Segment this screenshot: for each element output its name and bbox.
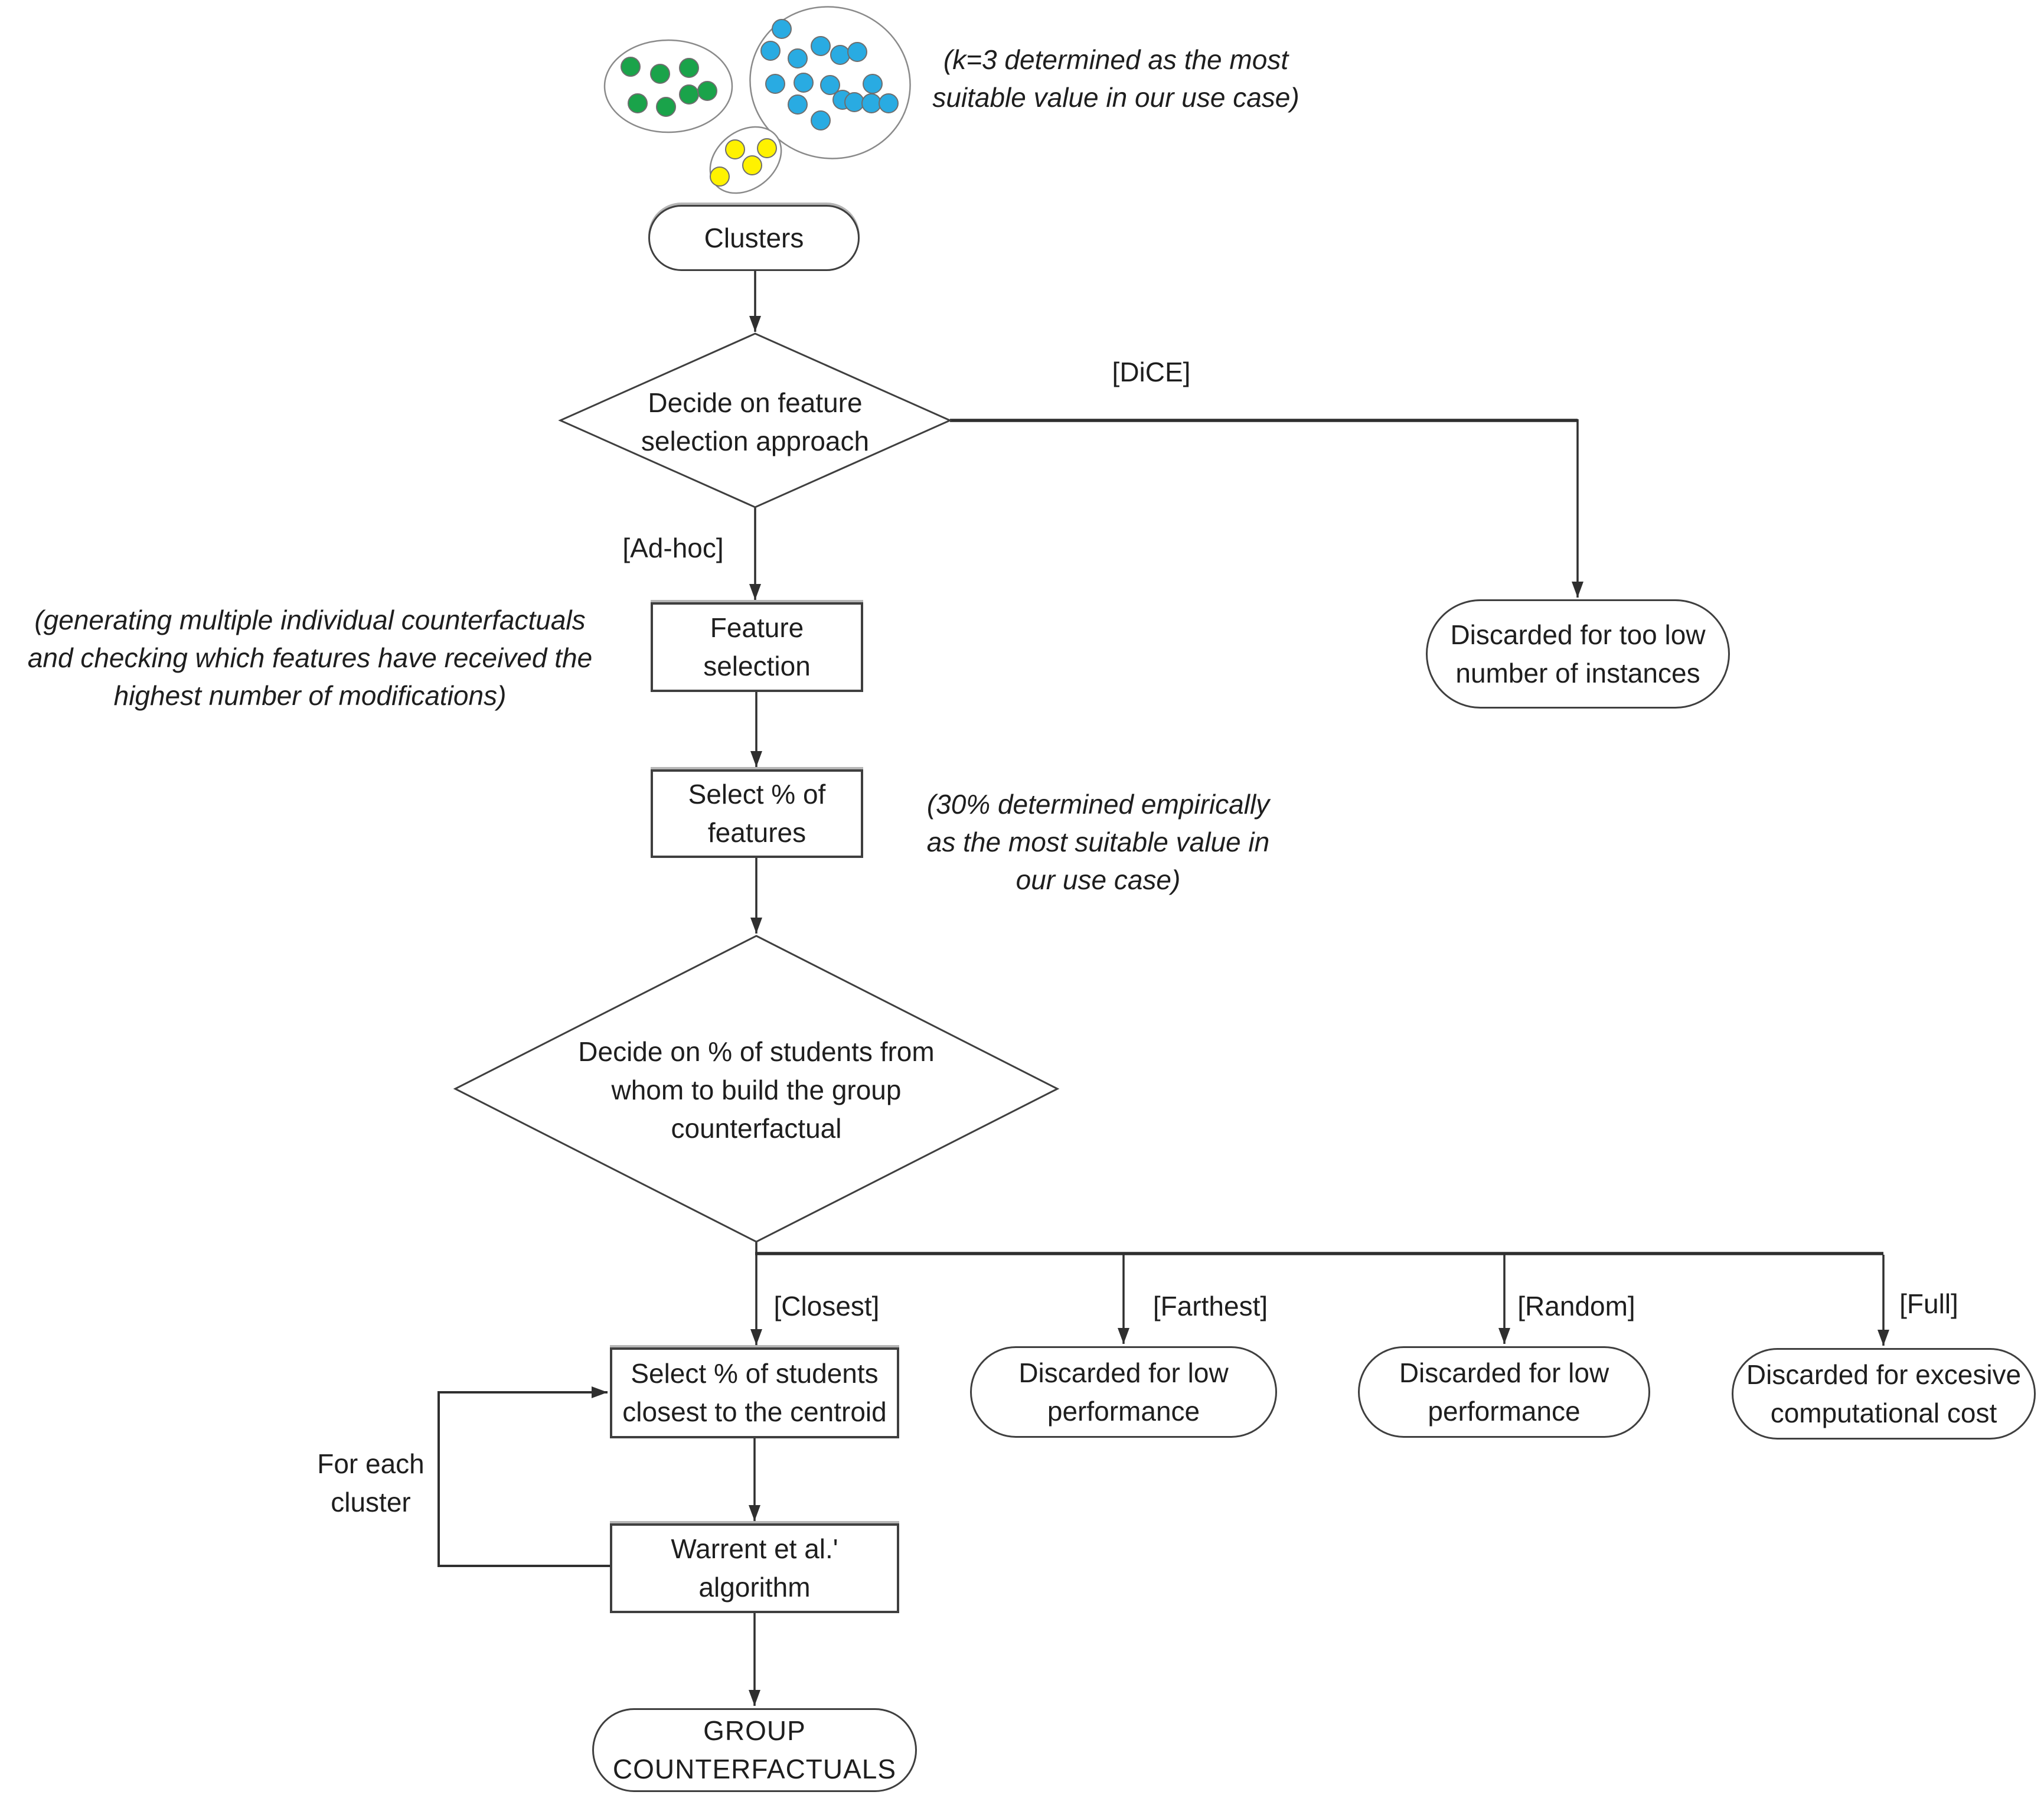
blue-cluster-dot <box>794 73 814 93</box>
branch-label-farthest: [Farthest] <box>1152 1290 1268 1321</box>
decision1-label: Decide on feature selection approach <box>641 387 870 456</box>
connectors <box>437 271 1889 1706</box>
blue-cluster-dot <box>765 74 785 94</box>
yellow-cluster-dot <box>742 155 762 175</box>
select-pct-features-node: Select % of features <box>651 769 863 858</box>
blue-cluster-dot <box>847 42 867 62</box>
branch-label-random: [Random] <box>1517 1290 1635 1321</box>
branch-label-adhoc: [Ad-hoc] <box>622 532 724 563</box>
blue-cluster-dot <box>788 48 808 68</box>
blue-cluster-dot <box>760 41 781 61</box>
annotation-k3: (k=3 determined as the most suitable val… <box>932 44 1299 113</box>
start-clusters-node: Clusters <box>648 205 860 271</box>
edge-loop-for-each-cluster <box>437 1386 610 1567</box>
branch-label-dice: [DiCE] <box>1112 356 1191 387</box>
cluster-illustration <box>603 6 911 194</box>
green-cluster-dot <box>679 58 699 78</box>
discard-computational-cost-node: Discarded for excesive computational cos… <box>1732 1348 2036 1440</box>
discard-low-performance-2-node: Discarded for low performance <box>1358 1346 1650 1438</box>
discard-low-performance-1-node: Discarded for low performance <box>970 1346 1277 1438</box>
decision1-diamond <box>558 332 952 508</box>
annotation-30pct: (30% determined empirically as the most … <box>926 789 1270 895</box>
blue-cluster-dot <box>820 75 840 95</box>
blue-cluster-dot <box>811 110 831 130</box>
yellow-cluster-dot <box>757 138 777 158</box>
green-cluster-dot <box>650 64 670 84</box>
blue-cluster-dot <box>879 93 899 113</box>
blue-cluster-dot <box>811 36 831 56</box>
green-cluster-dot <box>621 57 641 77</box>
blue-cluster-dot <box>788 94 808 115</box>
green-cluster-dot <box>697 81 717 101</box>
loop-label-for-each-cluster: For each cluster <box>317 1448 425 1517</box>
green-cluster-dot <box>628 93 648 113</box>
decision2-label: Decide on % of students from whom to bui… <box>578 1036 935 1144</box>
blue-cluster-dot <box>772 19 792 39</box>
discard-instances-node: Discarded for too low number of instance… <box>1426 599 1730 709</box>
feature-selection-node: Feature selection <box>651 602 863 692</box>
select-students-node: Select % of students closest to the cent… <box>610 1347 899 1438</box>
end-group-counterfactuals-node: GROUP COUNTERFACTUALS <box>592 1708 917 1792</box>
yellow-cluster-dot <box>710 167 730 187</box>
blue-cluster-dot <box>863 74 883 94</box>
blue-cluster-dot <box>861 93 881 113</box>
green-cluster-dot <box>656 97 676 117</box>
green-cluster-dot <box>679 84 699 105</box>
branch-label-full: [Full] <box>1899 1288 1958 1319</box>
yellow-cluster-dot <box>725 139 745 159</box>
branch-label-closest: [Closest] <box>773 1290 880 1321</box>
blue-cluster-dot <box>830 45 850 65</box>
warren-algorithm-node: Warrent et al.' algorithm <box>610 1523 899 1613</box>
blue-cluster-dot <box>844 92 864 112</box>
annotation-adhoc: (generating multiple individual counterf… <box>27 605 593 711</box>
decision2-diamond <box>453 935 1060 1243</box>
